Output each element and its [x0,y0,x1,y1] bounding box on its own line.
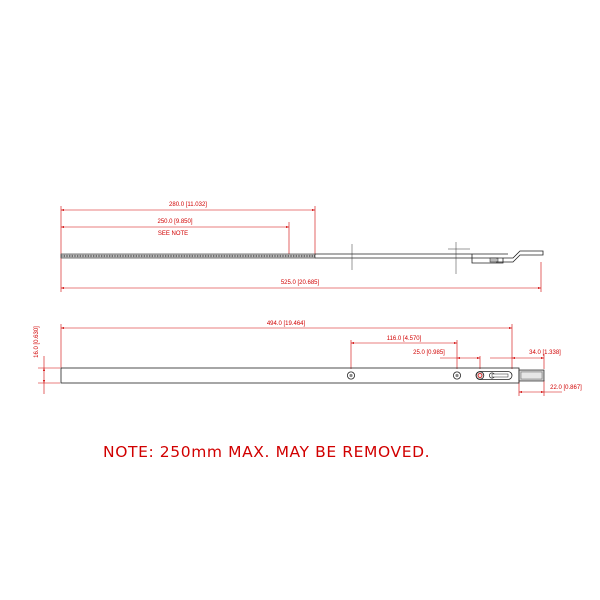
dimension-34-label: 34.0 [1.338] [529,350,561,356]
keyhole-slot [491,373,509,378]
top-hole-1 [346,371,355,380]
top-hole-2-screw [455,373,459,378]
side-bracket [471,254,504,264]
side-view: 280.0 [11.032] 250.0 [9.850] SEE NOTE 52… [60,202,544,292]
dimension-16-label: 16.0 [0.630] [34,326,40,358]
top-hole-1-screw [349,373,353,378]
top-hole-2 [452,371,461,380]
dimension-525-label: 525.0 [20.685] [281,280,320,286]
top-view: 494.0 [19.464] 116.0 [4.570] 25.0 [0.985… [34,321,582,396]
keyhole-fixing-head [475,371,485,380]
dimension-280-label: 280.0 [11.032] [169,202,207,208]
side-bracket-screw [489,257,499,263]
keyhole-fixing-marker [477,373,483,378]
dimension-494-label: 494.0 [19.464] [267,321,306,327]
dimension-116-label: 116.0 [4.570] [387,336,422,342]
dimension-25-label: 25.0 [0.985] [413,350,445,356]
note-text: NOTE: 250mm MAX. MAY BE REMOVED. [103,443,430,461]
end-fitting-inner [520,371,543,380]
dimension-22-label: 22.0 [0.867] [550,385,582,391]
top-bar-outline [60,367,520,384]
side-crank-end [496,250,544,263]
dimension-250-label: 250.0 [9.850] [157,219,192,225]
see-note-label: SEE NOTE [158,231,188,237]
